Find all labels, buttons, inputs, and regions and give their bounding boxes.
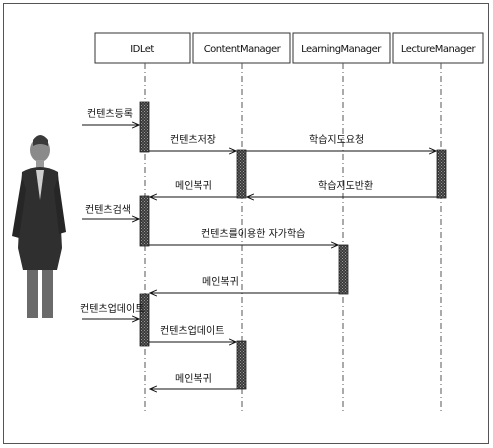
participant-lecture-manager-label: LectureManager: [401, 44, 477, 55]
activation-learning-manager: [338, 244, 349, 295]
message-label-m5: 메인복귀: [175, 180, 212, 192]
message-label-m7: 컨텐츠를이용한 자가학습: [201, 228, 305, 240]
activation-idlet-3: [139, 293, 150, 347]
activation-idlet-2: [139, 195, 150, 247]
message-label-m4: 학습지도반환: [318, 180, 373, 192]
message-label-m2: 컨텐츠저장: [170, 134, 216, 146]
participant-content-manager: ContentManager: [192, 32, 291, 64]
message-label-m1: 컨텐츠등록: [87, 108, 133, 120]
actor-figure: [12, 135, 66, 318]
message-label-m6: 컨텐츠검색: [85, 204, 131, 216]
message-label-m3: 학습지도요청: [309, 134, 364, 146]
message-label-m9: 컨텐츠업데이트: [80, 302, 144, 315]
message-label-m11: 메인복귀: [175, 373, 212, 385]
activation-content-manager-2: [236, 340, 247, 390]
participant-content-manager-label: ContentManager: [204, 44, 282, 55]
participant-learning-manager: LearningManager: [292, 32, 391, 64]
activation-idlet-1: [139, 101, 150, 153]
participant-lecture-manager: LectureManager: [392, 32, 484, 64]
activation-lecture-manager: [436, 149, 447, 199]
activation-content-manager-1: [236, 149, 247, 199]
message-label-m10: 컨텐츠업데이트: [160, 324, 224, 337]
message-label-m8: 메인복귀: [202, 276, 239, 288]
participant-idlet: IDLet: [94, 32, 191, 64]
participant-idlet-label: IDLet: [130, 44, 154, 55]
participant-learning-manager-label: LearningManager: [301, 44, 382, 55]
